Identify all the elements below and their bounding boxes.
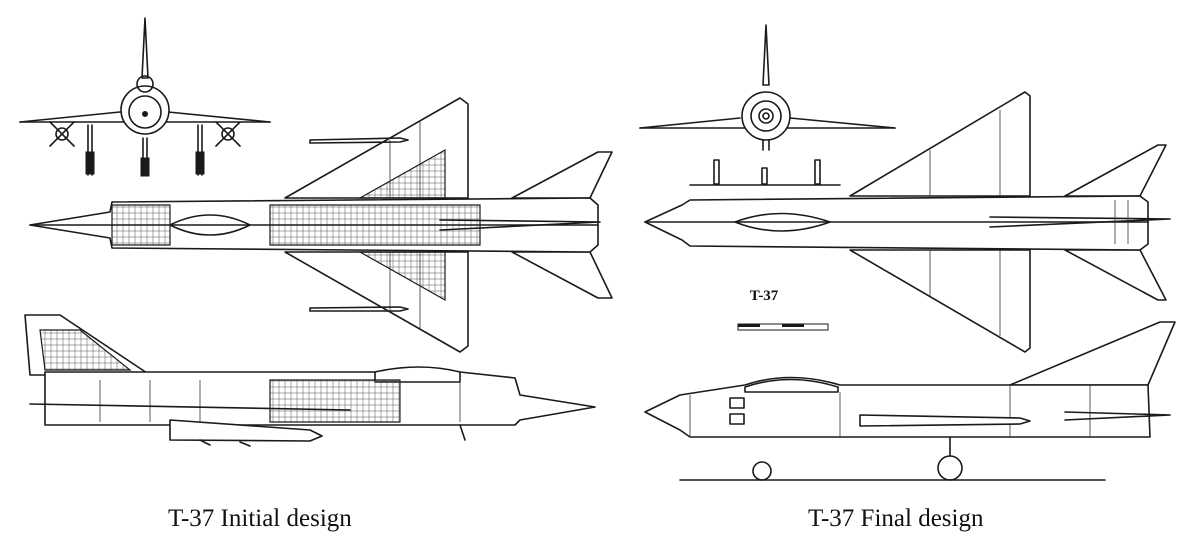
initial-design-drawing <box>19 17 613 447</box>
caption-initial-design: T-37 Initial design <box>168 505 352 532</box>
caption-final-design: T-37 Final design <box>808 505 984 532</box>
final-design-drawing: T-37 <box>639 24 1176 481</box>
scale-bar <box>737 323 829 331</box>
initial-side-view <box>24 314 596 447</box>
final-front-view <box>639 24 896 151</box>
final-gear-strip <box>689 159 841 186</box>
final-top-view <box>644 91 1171 353</box>
inset-label: T-37 <box>750 288 779 304</box>
final-side-view <box>644 321 1176 481</box>
initial-front-view <box>19 17 271 177</box>
initial-top-view <box>29 97 613 353</box>
